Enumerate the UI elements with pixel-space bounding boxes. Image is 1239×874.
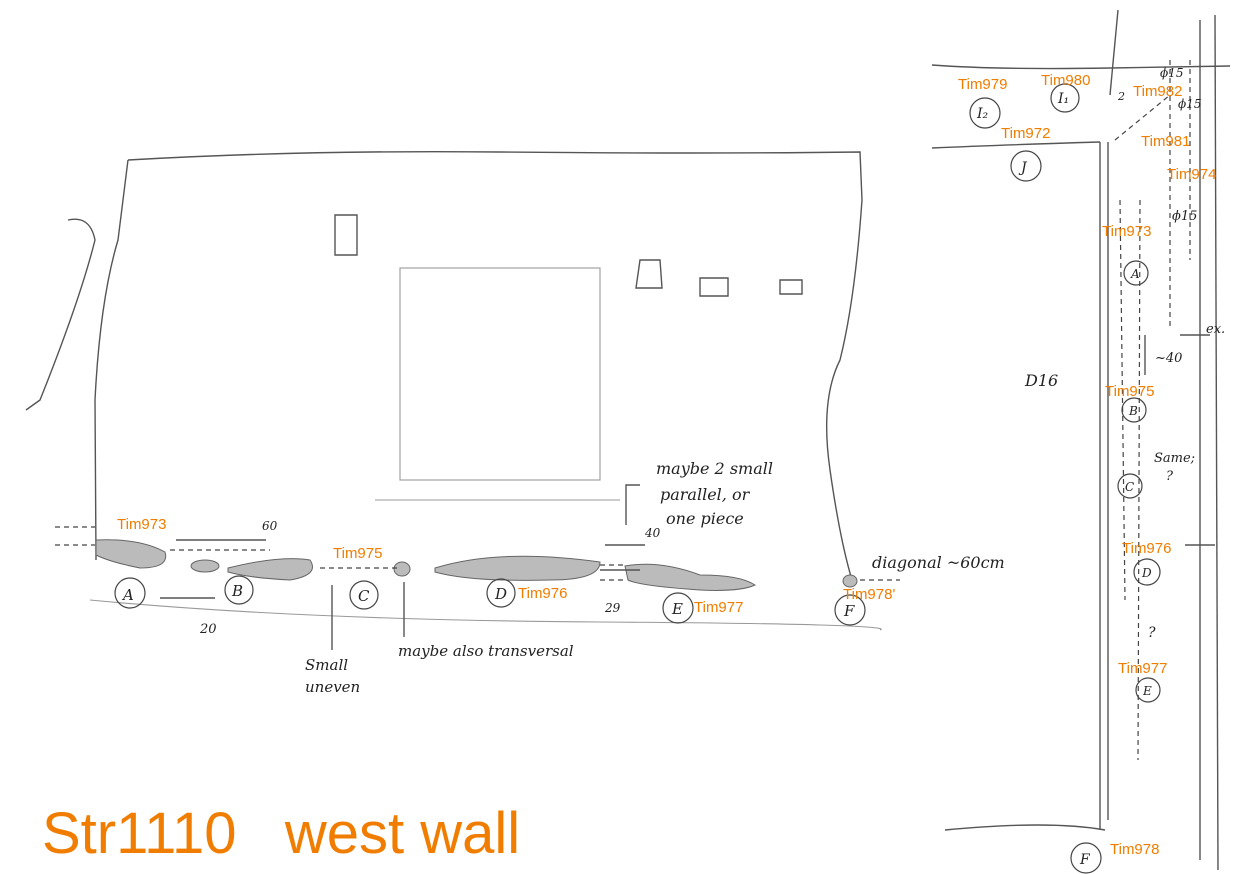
tim977-plan-label: Tim977: [1118, 660, 1167, 677]
note-uneven: uneven: [305, 678, 360, 696]
note-small: Small: [305, 656, 348, 674]
plan-feature-d: D: [1141, 566, 1152, 580]
tim981-label: Tim981: [1141, 133, 1190, 150]
feature-e: E: [671, 600, 683, 618]
feature-f: F: [843, 602, 855, 620]
tim976-plan-label: Tim976: [1122, 540, 1171, 557]
tim972-label: Tim972: [1001, 125, 1050, 142]
feature-a: A: [121, 586, 134, 604]
plan-feature-e: E: [1142, 684, 1152, 698]
feature-b: B: [231, 582, 243, 600]
tim976-label: Tim976: [518, 585, 567, 602]
feature-c: C: [358, 587, 370, 605]
sketch-title: Str1110 west wall: [42, 801, 521, 866]
note-parallel-1: maybe 2 small: [656, 459, 773, 478]
phi-3: ϕ15: [1172, 209, 1197, 224]
dim-29: 29: [604, 601, 621, 615]
plan-feature-i2: I₂: [976, 106, 989, 122]
note-transversal: maybe also transversal: [398, 642, 574, 660]
phi-2: ϕ15: [1178, 97, 1201, 111]
same-question: ?: [1166, 469, 1174, 484]
same-note: Same;: [1154, 451, 1195, 466]
dimension-arrows: [160, 484, 645, 650]
tim980-label: Tim980: [1041, 72, 1090, 89]
ex-label: ex.: [1206, 322, 1225, 337]
feature-d: D: [494, 585, 507, 603]
feature-circles: [114, 575, 866, 626]
dim-60: 60: [262, 519, 278, 533]
tim973-label: Tim973: [117, 516, 166, 533]
plan-feature-b: B: [1128, 404, 1138, 418]
plan-feature-j: J: [1018, 160, 1028, 176]
dim-40: 40: [644, 526, 661, 540]
question-mark: ?: [1148, 625, 1156, 641]
tim977-label: Tim977: [694, 599, 743, 616]
timber-stones: [55, 526, 900, 591]
dim-20: 20: [199, 622, 217, 637]
note-parallel-3: one piece: [666, 509, 744, 528]
west-wall-elevation: [25, 150, 882, 631]
tim978-plan-label: Tim978: [1110, 841, 1159, 858]
plan-feature-c: C: [1125, 480, 1134, 494]
num-2: 2: [1117, 90, 1125, 103]
tim979-label: Tim979: [958, 76, 1007, 93]
plan-feature-a: A: [1130, 267, 1140, 281]
plan-feature-f: F: [1079, 852, 1091, 868]
tim975-label: Tim975: [333, 545, 382, 562]
plan-feature-i1: I₁: [1057, 91, 1069, 107]
note-parallel-2: parallel, or: [660, 485, 751, 504]
tim982-label: Tim982: [1133, 83, 1182, 100]
tim974-label: Tim974: [1167, 166, 1216, 183]
tim973-plan-label: Tim973: [1102, 223, 1151, 240]
note-diagonal: diagonal ~60cm: [872, 553, 1005, 572]
dim-40-plan: ~40: [1155, 351, 1182, 366]
tim978-label: Tim978': [843, 586, 895, 603]
room-label: D16: [1024, 371, 1058, 390]
phi-1: ϕ15: [1160, 66, 1183, 80]
plan-view: [931, 9, 1231, 874]
tim975-plan-label: Tim975: [1105, 383, 1154, 400]
